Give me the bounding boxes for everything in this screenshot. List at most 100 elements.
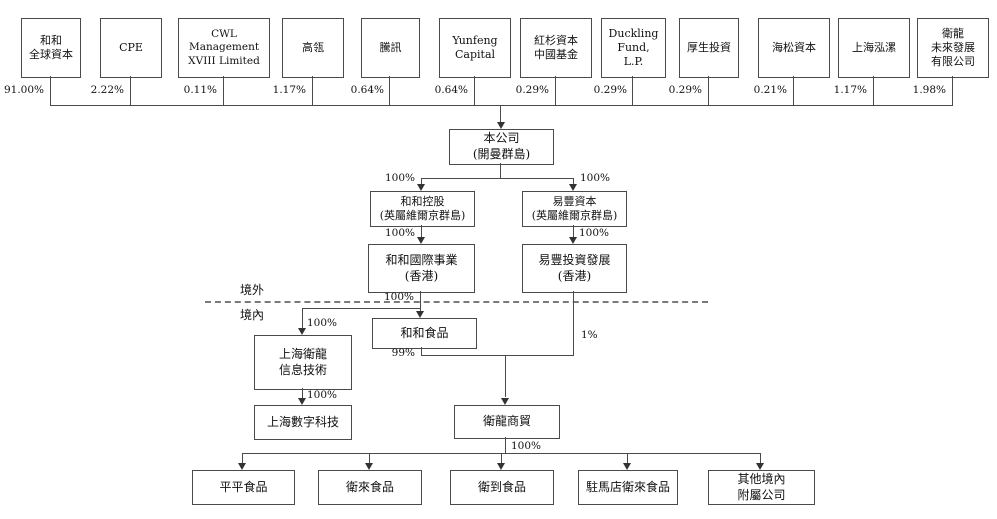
connector-line: [573, 291, 574, 355]
offshore-onshore-divider: [205, 301, 708, 303]
entity-label: 駐馬店衛來食品: [585, 479, 670, 494]
connector-line: [389, 76, 390, 105]
connector-line: [302, 308, 421, 309]
connector-line: [501, 453, 502, 463]
arrow-down-icon: [623, 463, 631, 470]
connector-line: [627, 453, 628, 463]
connector-line: [952, 76, 953, 105]
ownership-pct: 100%: [511, 440, 542, 452]
entity-box-weilai-food: 衛來食品: [318, 470, 422, 505]
entity-label: 衛到食品: [477, 479, 526, 494]
connector-line: [793, 76, 794, 105]
entity-label: 其他境內 附屬公司: [737, 471, 786, 502]
entity-label: 易豐資本 (英屬維爾京群島): [531, 194, 618, 222]
shareholder-label: 厚生投資: [687, 40, 731, 54]
shareholder-box-shanghai-hongluo: 上海泓漯: [838, 18, 910, 78]
connector-line: [421, 225, 422, 238]
connector-line: [632, 76, 633, 105]
entity-box-yifeng-capital: 易豐資本 (英屬維爾京群島): [522, 191, 627, 227]
entity-label: 衛來食品: [345, 479, 394, 494]
shareholder-label: CPE: [119, 40, 143, 54]
shareholder-box-hillhouse: 高瓴: [282, 18, 344, 78]
shareholder-box-yunfeng-capital: Yunfeng Capital: [439, 18, 511, 78]
arrow-down-icon: [238, 463, 246, 470]
connector-line: [421, 355, 574, 356]
ownership-pct: 0.64%: [350, 84, 384, 96]
connector-line: [421, 178, 574, 179]
connector-line: [505, 437, 506, 453]
connector-line: [474, 76, 475, 105]
shareholder-box-weilong-future: 衛龍 未來發展 有限公司: [917, 18, 989, 78]
region-label-offshore: 境外: [240, 283, 265, 297]
connector-line: [505, 355, 506, 397]
entity-label: 本公司 (開曼群島): [472, 131, 531, 161]
shareholder-label: 騰訊: [379, 40, 402, 54]
connector-bus: [50, 105, 953, 106]
ownership-pct: 100%: [579, 227, 610, 239]
ownership-pct: 1.17%: [272, 84, 306, 96]
entity-box-hehe-international: 和和國際事業 (香港): [368, 244, 475, 293]
entity-box-weilong-trading: 衛龍商貿: [454, 405, 560, 439]
shareholder-label: 上海泓漯: [852, 40, 896, 54]
connector-line: [708, 76, 709, 105]
entity-box-weidao-food: 衛到食品: [450, 470, 554, 505]
shareholder-label: 高瓴: [302, 40, 324, 54]
shareholder-box-hehe-global-capital: 和和 全球資本: [21, 18, 81, 78]
entity-label: 和和控股 (英屬維爾京群島): [379, 194, 466, 222]
entity-box-shanghai-digital-tech: 上海數字科技: [254, 405, 352, 440]
connector-line: [369, 453, 370, 463]
ownership-pct: 1.98%: [912, 84, 946, 96]
arrow-down-icon: [569, 237, 577, 244]
ownership-pct: 0.21%: [753, 84, 787, 96]
arrow-down-icon: [497, 463, 505, 470]
connector-line: [223, 76, 224, 105]
ownership-pct: 100%: [580, 172, 611, 184]
shareholder-label: Yunfeng Capital: [452, 33, 498, 61]
arrow-down-icon: [417, 237, 425, 244]
shareholder-label: 海松資本: [772, 40, 816, 54]
ownership-pct: 0.29%: [515, 84, 549, 96]
arrow-down-icon: [417, 184, 425, 191]
arrow-down-icon: [298, 328, 306, 335]
connector-line: [500, 105, 501, 122]
ownership-pct: 0.11%: [183, 84, 217, 96]
entity-box-hehe-food: 和和食品: [372, 318, 477, 349]
shareholder-box-cpe: CPE: [100, 18, 162, 78]
connector-line: [302, 308, 303, 328]
entity-label: 上海衛龍 信息技術: [278, 346, 327, 377]
shareholder-label: 和和 全球資本: [29, 33, 73, 61]
entity-box-other-domestic-subsidiaries: 其他境內 附屬公司: [708, 470, 815, 505]
connector-line: [500, 163, 501, 178]
entity-label: 和和食品: [400, 325, 449, 340]
connector-line: [312, 76, 313, 105]
connector-line: [573, 178, 574, 185]
shareholder-label: 衛龍 未來發展 有限公司: [931, 26, 975, 69]
shareholder-label: 紅杉資本 中國基金: [534, 33, 578, 61]
connector-line: [420, 308, 421, 313]
shareholder-box-housheng-investment: 厚生投資: [679, 18, 739, 78]
arrow-down-icon: [365, 463, 373, 470]
ownership-pct: 1%: [581, 329, 598, 341]
shareholder-box-tencent: 騰訊: [361, 18, 420, 78]
shareholder-label: CWL Management XVIII Limited: [188, 27, 260, 67]
ownership-pct: 0.29%: [668, 84, 702, 96]
arrow-down-icon: [756, 463, 764, 470]
arrow-down-icon: [569, 184, 577, 191]
entity-label: 和和國際事業 (香港): [385, 252, 458, 283]
shareholder-box-haisong-capital: 海松資本: [758, 18, 830, 78]
ownership-pct: 100%: [307, 389, 338, 401]
ownership-pct: 0.64%: [434, 84, 468, 96]
ownership-pct: 1.17%: [833, 84, 867, 96]
connector-line: [242, 453, 243, 463]
arrow-down-icon: [416, 311, 424, 318]
connector-line: [873, 76, 874, 105]
entity-box-zhumadian-weilai-food: 駐馬店衛來食品: [578, 470, 678, 505]
ownership-pct: 100%: [383, 291, 414, 303]
connector-line: [302, 388, 303, 398]
connector-line: [421, 347, 422, 355]
entity-box-company: 本公司 (開曼群島): [449, 129, 554, 165]
ownership-pct: 99%: [391, 347, 415, 359]
arrow-down-icon: [298, 398, 306, 405]
arrow-down-icon: [501, 398, 509, 405]
